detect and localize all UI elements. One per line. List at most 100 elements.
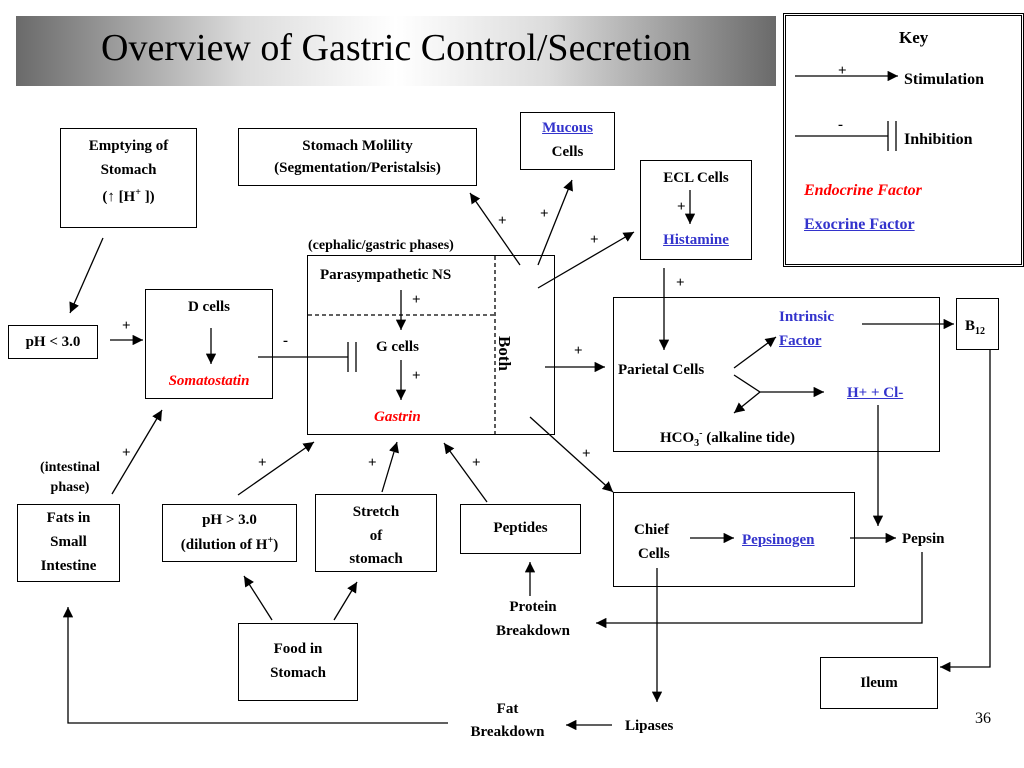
arrow-emptying-ph [69, 237, 104, 314]
arrow-b12-ileum [940, 350, 991, 673]
sign-ph-low-d: + [122, 318, 131, 334]
arrow-peptides-central [443, 442, 488, 503]
arrow-fats-dcells [111, 409, 163, 495]
arrow-central-ecl [537, 231, 635, 289]
arrow-pepsin-protein [596, 552, 923, 629]
emptying-line2: Stomach [100, 162, 157, 178]
ileum-label: Ileum [860, 675, 898, 691]
sign-ecl: + [590, 232, 599, 248]
sign-g-gastrin: + [412, 368, 421, 384]
motility-line1: Stomach Molility [302, 138, 413, 154]
motility-line2: (Segmentation/Peristalsis) [274, 160, 441, 176]
ileum-box: Ileum [820, 657, 938, 709]
d-cells-box: D cells Somatostatin [145, 289, 273, 399]
intestinal-phase-line1: (intestinal [40, 460, 100, 475]
fat-breakdown-line1: Fat [496, 701, 519, 717]
sign-fats-d: + [122, 445, 131, 461]
ecl-label: ECL Cells [663, 170, 729, 186]
motility-box: Stomach Molility (Segmentation/Peristals… [238, 128, 477, 186]
food-line2: Stomach [270, 665, 326, 681]
fats-line3: Intestine [40, 558, 97, 574]
arrow-phhigh-central [237, 441, 315, 496]
sign-ns-g: + [412, 292, 421, 308]
h-cl-label: H+ + Cl- [847, 385, 904, 401]
key-stimulation-label: Stimulation [904, 71, 985, 88]
gastrin-label: Gastrin [374, 409, 421, 425]
sign-stretch: + [368, 455, 377, 471]
phases-label: (cephalic/gastric phases) [308, 238, 454, 253]
ph-low-box: pH < 3.0 [8, 325, 98, 359]
fats-box: Fats in Small Intestine [17, 504, 120, 582]
pepsin-label: Pepsin [902, 531, 945, 547]
key-endocrine-label: Endocrine Factor [804, 182, 922, 199]
arrow-central-motility [469, 192, 521, 266]
d-cells-label: D cells [187, 299, 231, 315]
sign-chief: + [582, 446, 591, 462]
arrow-fat-fats [62, 607, 448, 724]
sign-inhibit-g: - [283, 333, 288, 349]
protein-breakdown-line2: Breakdown [496, 623, 570, 639]
sign-ph-high: + [258, 455, 267, 471]
chief-line2: Cells [638, 546, 670, 562]
parasympathetic-label: Parasympathetic NS [320, 267, 452, 283]
up-arrow-icon: ↑ [107, 189, 115, 205]
sign-peptides: + [472, 455, 481, 471]
pepsinogen-label: Pepsinogen [742, 532, 815, 548]
slide-title: Overview of Gastric Control/Secretion [101, 27, 691, 69]
protein-breakdown-line1: Protein [509, 599, 557, 615]
key-inhibition-label: Inhibition [904, 131, 973, 148]
sign-motility: + [498, 213, 507, 229]
histamine-label: Histamine [663, 232, 729, 248]
chief-box: Chief Cells Pepsinogen [613, 492, 855, 587]
emptying-box: Emptying of Stomach (↑ [H+ ]) [60, 128, 197, 228]
parietal-cells-label: Parietal Cells [618, 362, 705, 378]
slide-number: 36 [975, 710, 991, 727]
ph-high-box: pH > 3.0 (dilution of H+) [162, 504, 297, 562]
arrow-parietal-intrinsic [733, 336, 777, 369]
title-bar: Overview of Gastric Control/Secretion [16, 16, 776, 86]
ph-low-label: pH < 3.0 [25, 334, 81, 350]
ecl-box: ECL Cells + Histamine [640, 160, 752, 260]
ecl-plus: + [677, 199, 686, 215]
intestinal-phase-line2: phase) [50, 480, 90, 495]
arrow-stretch-central [381, 441, 399, 493]
emptying-line3: (↑ [H+ ]) [102, 187, 155, 205]
chief-line1: Chief [634, 522, 669, 538]
key-inhibition-sign: - [838, 117, 843, 133]
b12-box: B12 [956, 298, 999, 350]
fat-breakdown-line2: Breakdown [470, 724, 545, 740]
arrow-food-phhigh [243, 575, 273, 621]
somatostatin-label: Somatostatin [168, 373, 250, 389]
sign-histamine-parietal: + [676, 275, 685, 291]
key-heading: Key [899, 28, 929, 47]
stretch-line2: of [369, 528, 383, 544]
ph-high-line1: pH > 3.0 [202, 512, 257, 528]
fats-line2: Small [50, 534, 87, 550]
fats-line1: Fats in [46, 510, 91, 526]
mucous-label: Mucous [542, 120, 593, 136]
stretch-line3: stomach [349, 551, 403, 567]
peptides-box: Peptides [460, 504, 581, 554]
emptying-line1: Emptying of [88, 138, 169, 154]
key-exocrine-label: Exocrine Factor [804, 216, 915, 233]
sign-parietal: + [574, 343, 583, 359]
b12-label: B12 [965, 318, 986, 337]
food-line1: Food in [273, 641, 323, 657]
g-cells-label: G cells [376, 339, 419, 355]
food-box: Food in Stomach [238, 623, 358, 701]
key-legend: Key + Stimulation - Inhibition Endocrine… [783, 13, 1024, 267]
ph-high-line2: (dilution of H+) [180, 535, 279, 553]
arrow-parietal-hcl [733, 374, 824, 398]
lipases-label: Lipases [625, 718, 674, 734]
mucous-cells-label: Cells [551, 144, 584, 160]
sign-mucous: + [540, 206, 549, 222]
arrow-central-mucous [537, 179, 573, 266]
key-stimulation-sign: + [838, 63, 847, 79]
stretch-line1: Stretch [352, 504, 400, 520]
intrinsic-factor-line1: Intrinsic [779, 309, 835, 325]
arrow-central-chief [529, 416, 614, 493]
parietal-box: Intrinsic Factor Parietal Cells H+ + Cl-… [613, 297, 940, 452]
arrow-food-stretch [333, 581, 358, 621]
stretch-box: Stretch of stomach [315, 494, 437, 572]
